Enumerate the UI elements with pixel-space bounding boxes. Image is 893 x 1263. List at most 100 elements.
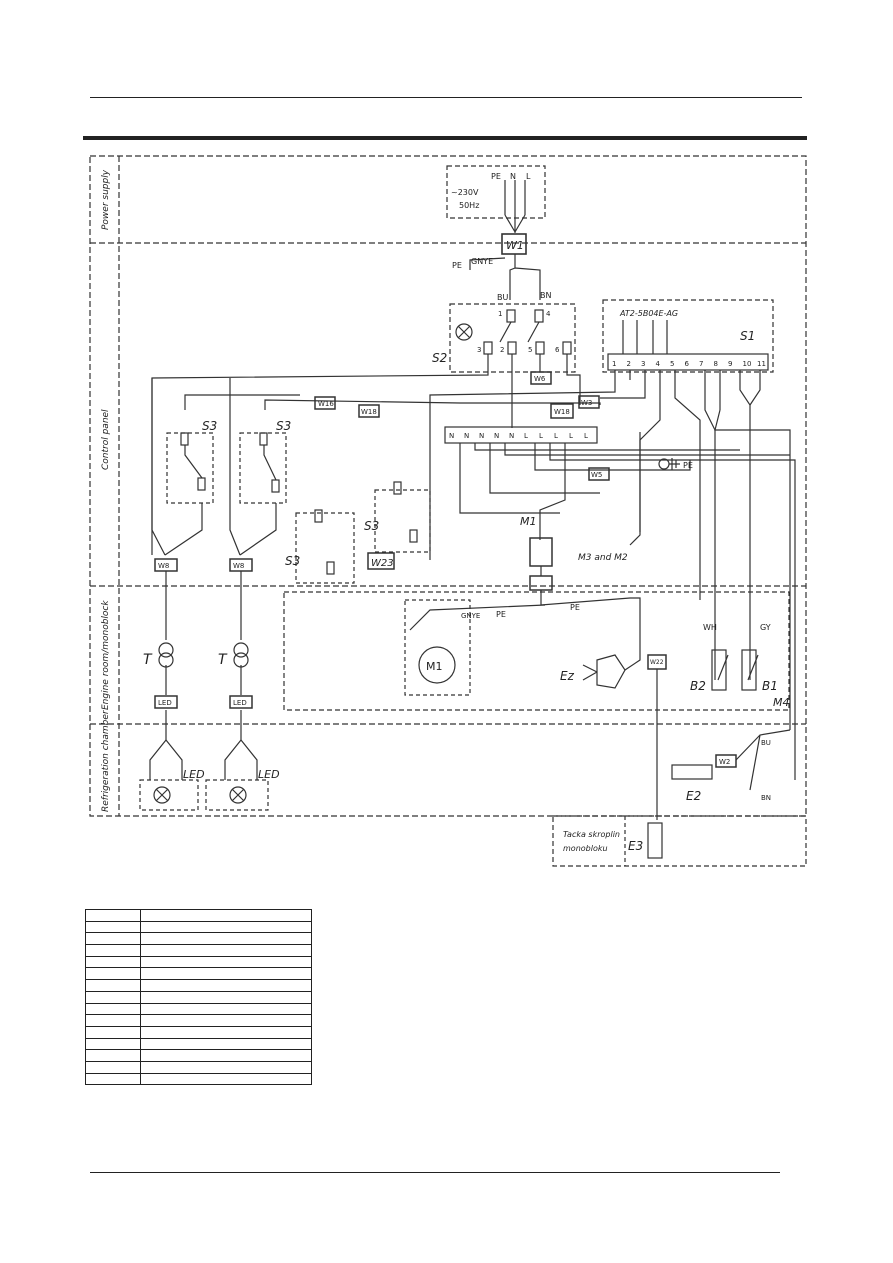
legend-row (85, 955, 312, 969)
w5-marker (588, 467, 610, 481)
bar-terminal-label: L (554, 432, 558, 440)
t-right-label: T (218, 652, 228, 668)
pe-ground-label: PE (452, 261, 462, 270)
engine-pe-label: PE (496, 610, 506, 619)
s1-terminal-2: 2 (627, 360, 631, 368)
m1-connector (529, 537, 553, 567)
legend-row (85, 1037, 312, 1051)
s3-left-label: S3 (202, 419, 217, 433)
legend-symbol-cell (85, 990, 141, 1004)
s2-pin-5: 5 (528, 346, 532, 354)
e3-label: E3 (628, 839, 643, 853)
legend-table (85, 909, 312, 1086)
legend-description-cell (140, 979, 312, 992)
legend-description-cell (140, 967, 312, 981)
m1-label: M1 (520, 515, 537, 528)
legend-description-cell (140, 1037, 312, 1051)
bar-terminal-label: L (539, 432, 543, 440)
s1-terminal-5: 5 (670, 360, 674, 368)
s2-label: S2 (432, 351, 447, 365)
e2-label: E2 (686, 789, 701, 803)
s2-pin-4: 4 (546, 310, 551, 318)
legend-description-cell (140, 1025, 312, 1039)
w6-label: W6 (534, 375, 546, 383)
w1-connector (501, 233, 527, 255)
s1-terminal-8: 8 (714, 360, 718, 368)
section-refrigeration-label: Refrigeration chamber (101, 709, 111, 812)
e2-bn-label: BN (761, 794, 771, 802)
n-label: N (510, 172, 516, 181)
w16-label: W16 (318, 400, 334, 408)
legend-row (85, 1072, 312, 1086)
legend-symbol-cell (85, 967, 141, 981)
drip-tray-label-2: monobloku (563, 844, 608, 853)
e2-heater (671, 764, 713, 780)
legend-row (85, 1060, 312, 1074)
s1-label: S1 (740, 329, 755, 343)
s3-bottom-box (295, 512, 355, 584)
legend-description-cell (140, 990, 312, 1004)
s1-terminal-4: 4 (656, 360, 661, 368)
w18-label: W18 (361, 408, 377, 416)
w16-marker (314, 396, 336, 410)
legend-row (85, 990, 312, 1004)
section-engine-label: Engine room/monoblock (101, 600, 111, 710)
m1-motor-label: M1 (426, 660, 443, 673)
legend-symbol-cell (85, 979, 141, 992)
w18b-label: W18 (554, 408, 570, 416)
legend-row (85, 1049, 312, 1062)
legend-symbol-cell (85, 955, 141, 969)
s1-terminal-9: 9 (728, 360, 732, 368)
m1-gnye-label: GNYE (461, 612, 480, 620)
led-right-marker-label: LED (233, 699, 247, 707)
led-left-box (139, 779, 199, 811)
s3-right-label: S3 (364, 519, 379, 533)
bar-terminal-label: N (494, 432, 499, 440)
legend-symbol-cell (85, 920, 141, 934)
legend-description-cell (140, 1049, 312, 1062)
legend-row (85, 920, 312, 934)
legend-description-cell (140, 909, 312, 922)
legend-row (85, 967, 312, 981)
led-right-label: LED (258, 768, 280, 781)
legend-symbol-cell (85, 1060, 141, 1074)
bar-terminal-label: L (569, 432, 573, 440)
s1-terminal-1: 1 (612, 360, 616, 368)
m3-m2-label: M3 and M2 (578, 553, 628, 563)
legend-row (85, 944, 312, 957)
w1-label: W1 (506, 239, 524, 252)
l-label: L (526, 172, 531, 181)
w8-left-label: W8 (158, 562, 169, 570)
s1-terminal-6: 6 (685, 360, 690, 368)
w2-label: W2 (719, 758, 730, 766)
s3-right-box (374, 489, 431, 553)
s2-bu-label: BU (497, 293, 508, 302)
section-control-label: Control panel (101, 409, 111, 470)
engine-pe2-label: PE (570, 603, 580, 612)
legend-symbol-cell (85, 1072, 141, 1086)
legend-symbol-cell (85, 1049, 141, 1062)
b1-label: B1 (762, 679, 778, 693)
legend-description-cell (140, 944, 312, 957)
t-left-label: T (143, 652, 153, 668)
legend-symbol-cell (85, 944, 141, 957)
w3-label: W3 (581, 399, 592, 407)
m4-label: M4 (773, 696, 790, 709)
legend-row (85, 1025, 312, 1039)
legend-description-cell (140, 1060, 312, 1074)
w6-marker (530, 371, 552, 385)
led-left-marker (154, 695, 178, 709)
bar-terminal-label: N (449, 432, 454, 440)
s1-box (602, 299, 774, 373)
s2-box (449, 303, 576, 373)
s3-bottom-label: S3 (285, 554, 300, 568)
s1-terminal-7: 7 (699, 360, 703, 368)
header-rule (90, 97, 802, 98)
voltage-label: ~230V (451, 188, 479, 197)
wh-label: WH (703, 623, 717, 632)
s2-pin-3: 3 (477, 346, 481, 354)
